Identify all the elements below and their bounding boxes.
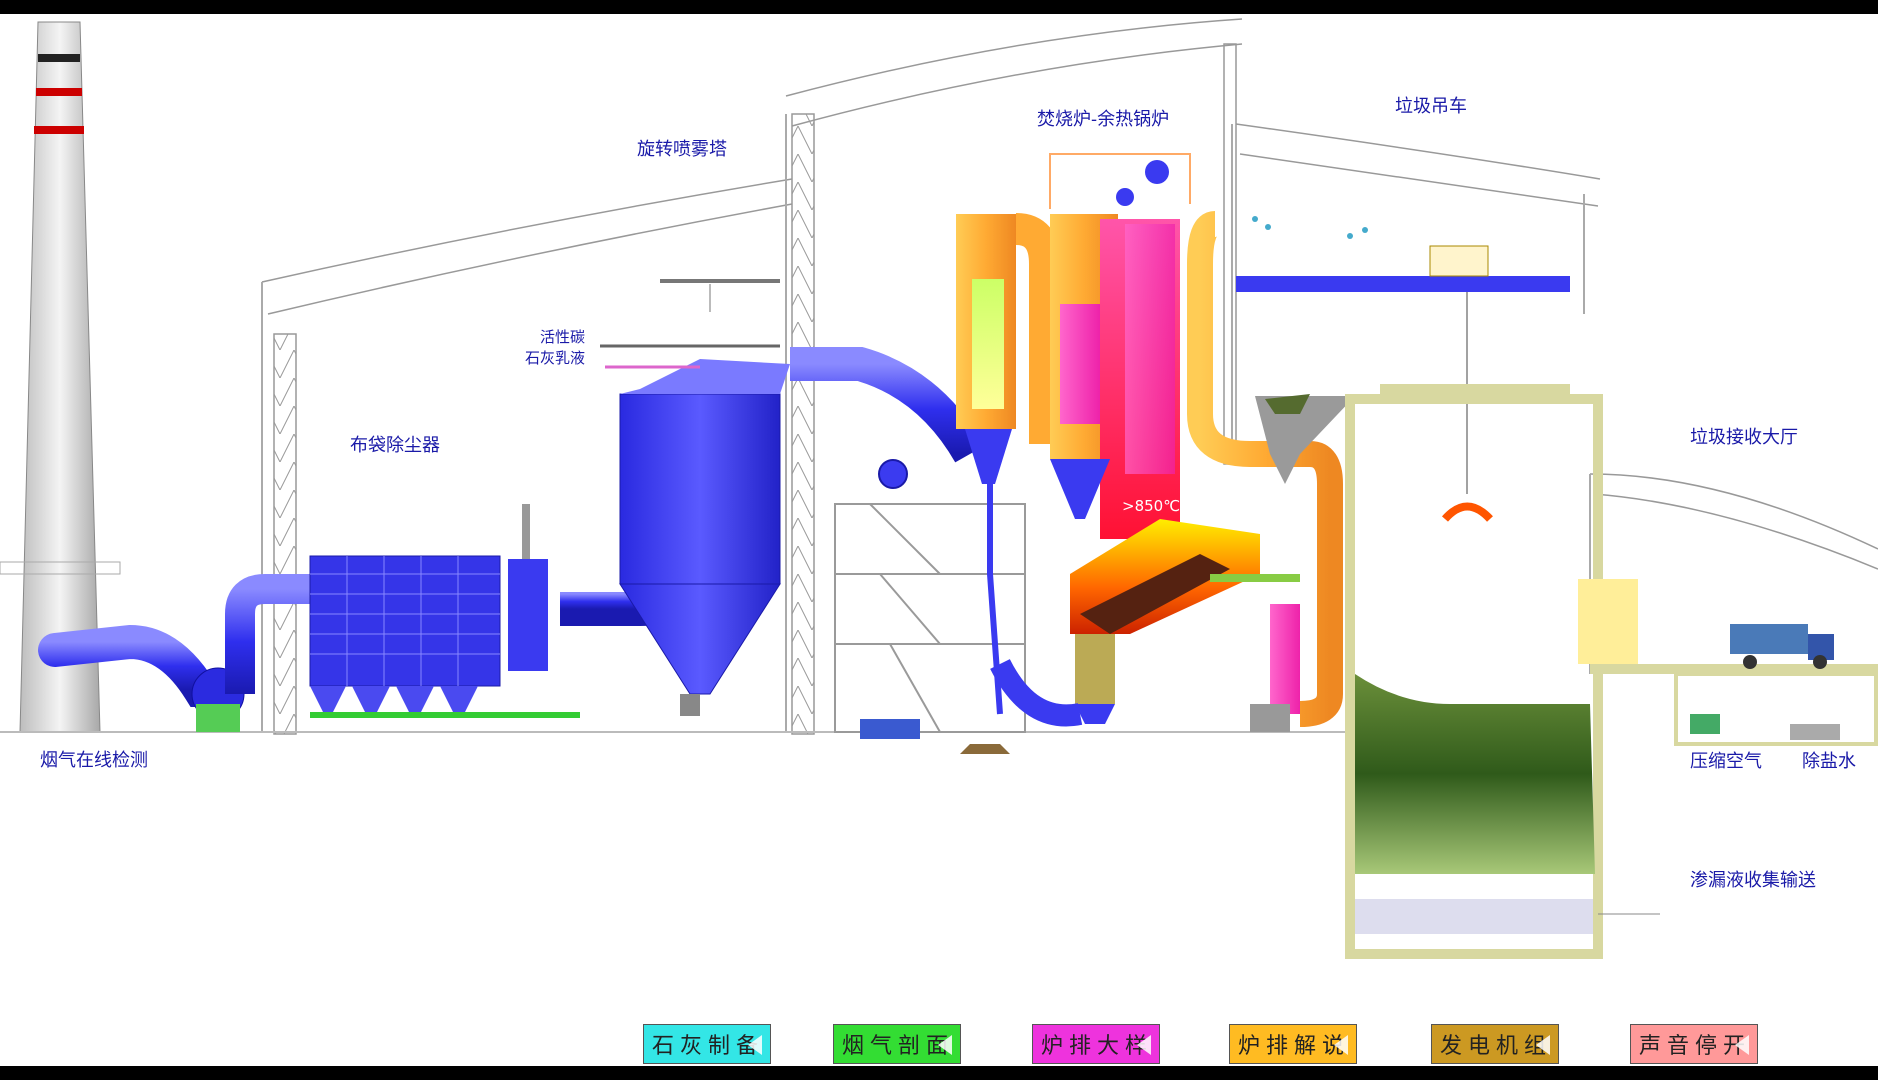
generator-set-button-label: 发电机组 [1440, 1034, 1553, 1059]
service-platforms [834, 459, 1026, 733]
spray-tower-label: 旋转喷雾塔 [637, 139, 727, 160]
arrow-left-icon [1536, 1035, 1550, 1055]
compressed-air-label: 压缩空气 [1690, 751, 1762, 772]
reception-hall-label: 垃圾接收大厅 [1690, 427, 1798, 448]
furnace-temp-readout: >850℃ [1122, 497, 1181, 515]
lime-prep-button-label: 石灰制备 [652, 1034, 765, 1059]
flue-gas-section-button-label: 烟气剖面 [842, 1034, 955, 1059]
sound-toggle-button-label: 声音停开 [1639, 1034, 1752, 1059]
grate-detail-button[interactable]: 炉排大样 [1032, 1024, 1160, 1064]
bag-filter-label: 布袋除尘器 [350, 435, 440, 456]
blower [1250, 704, 1290, 732]
grate-detail-button-label: 炉排大样 [1041, 1034, 1154, 1059]
spray-tower [619, 279, 790, 716]
pumps [860, 658, 1083, 754]
grate-explanation-button-label: 炉排解说 [1238, 1034, 1351, 1059]
grate-explanation-button[interactable]: 炉排解说 [1229, 1024, 1357, 1064]
process-schematic [0, 18, 1878, 959]
sound-toggle-button[interactable]: 声音停开 [1630, 1024, 1758, 1064]
arrow-left-icon [748, 1035, 762, 1055]
flue-gas-ducts [38, 347, 985, 732]
flue-gas-section-button[interactable]: 烟气剖面 [833, 1024, 961, 1064]
incinerator-boiler-label: 焚烧炉-余热锅炉 [1037, 109, 1170, 130]
plant-diagram: 烟气在线检测 布袋除尘器 旋转喷雾塔 活性碳 石灰乳液 焚烧炉-余热锅炉 垃圾吊… [0, 14, 1878, 1066]
birds [1252, 216, 1368, 239]
waste-heat-boiler [956, 153, 1191, 715]
lime-slurry-label: 石灰乳液 [525, 349, 586, 367]
primary-air-duct [1187, 211, 1343, 727]
arrow-left-icon [1137, 1035, 1151, 1055]
arrow-left-icon [1735, 1035, 1749, 1055]
chimney [0, 21, 121, 733]
arrow-left-icon [1334, 1035, 1348, 1055]
chimney-monitor-label: 烟气在线检测 [40, 750, 148, 771]
reception-hall [1578, 579, 1878, 746]
furnace-grate [1070, 519, 1300, 724]
feed-hopper [1255, 394, 1355, 484]
demin-water-label: 除盐水 [1802, 751, 1856, 772]
garbage-crane [1236, 245, 1570, 522]
generator-set-button[interactable]: 发电机组 [1431, 1024, 1559, 1064]
lime-prep-button[interactable]: 石灰制备 [643, 1024, 771, 1064]
waste-pit [1345, 384, 1660, 959]
roof-trusses [261, 18, 1878, 735]
air-preheater [1270, 604, 1300, 714]
bag-filter [309, 504, 580, 718]
activated-carbon-label: 活性碳 [540, 328, 586, 346]
leachate-label: 渗漏液收集输送 [1690, 870, 1816, 891]
garbage-crane-label: 垃圾吊车 [1395, 96, 1467, 117]
arrow-left-icon [938, 1035, 952, 1055]
